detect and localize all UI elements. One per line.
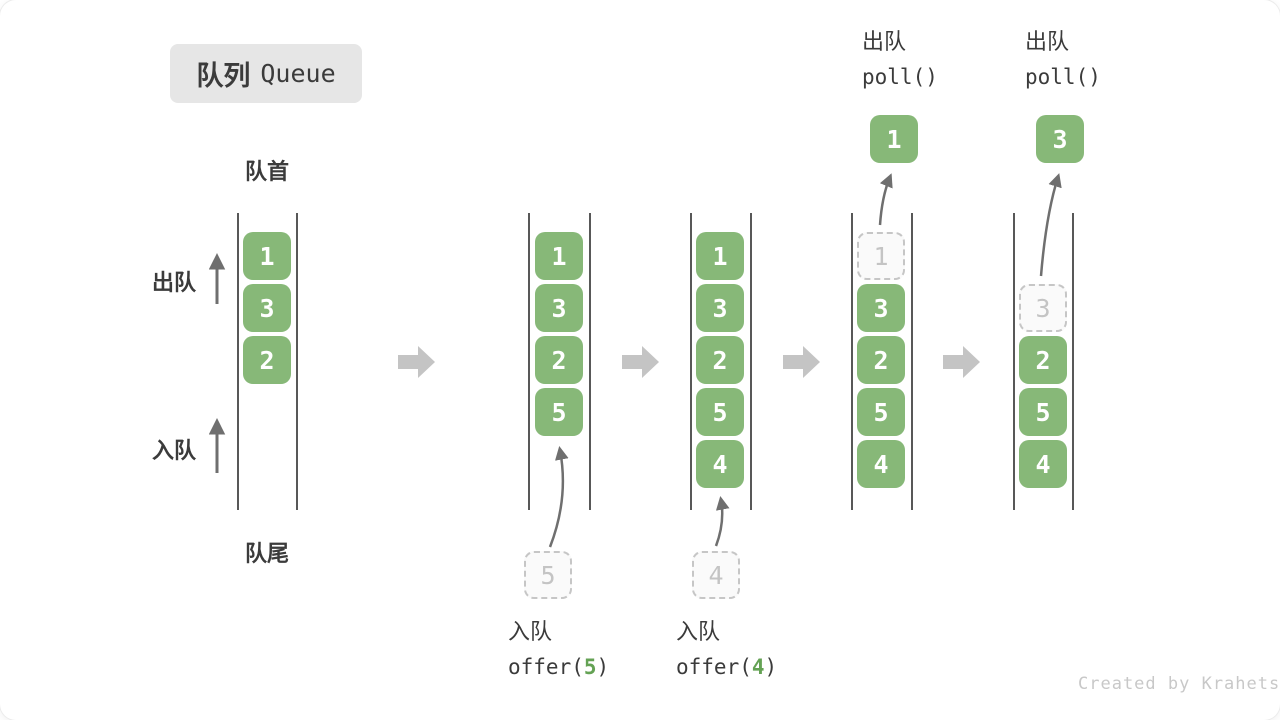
queue-element: 3 (535, 284, 583, 332)
queue-element: 4 (1019, 440, 1067, 488)
transition-arrow-icon (622, 346, 659, 378)
poll-code: poll() (862, 65, 938, 89)
offer-fn-close: ) (596, 655, 610, 679)
poll-annotation: 出队 poll() (862, 26, 938, 94)
queue-element: 5 (857, 388, 905, 436)
watermark: Created by Krahets (1078, 674, 1280, 694)
label-queue-rear: 队尾 (244, 542, 289, 567)
offer-label: 入队 (508, 620, 553, 645)
offer-fn-open: offer( (676, 655, 752, 679)
poll-label: 出队 (862, 30, 907, 55)
queue-element: 4 (857, 440, 905, 488)
title-box: 队列 Queue (170, 44, 362, 103)
queue-wall (911, 213, 913, 510)
removed-element-ghost: 1 (857, 232, 905, 280)
queue-element: 2 (243, 336, 291, 384)
queue-element: 4 (696, 440, 744, 488)
transition-arrow-icon (398, 346, 435, 378)
queue-element: 2 (696, 336, 744, 384)
transition-arrow-icon (943, 346, 980, 378)
incoming-element-ghost: 5 (524, 551, 572, 599)
queue-element: 5 (696, 388, 744, 436)
queue-wall (851, 213, 853, 510)
queue-element: 2 (1019, 336, 1067, 384)
queue-wall (296, 213, 298, 510)
polled-element: 3 (1036, 115, 1084, 163)
queue-wall (750, 213, 752, 510)
incoming-element-ghost: 4 (692, 551, 740, 599)
offer-fn-close: ) (764, 655, 778, 679)
queue-element: 3 (243, 284, 291, 332)
queue-element: 5 (535, 388, 583, 436)
queue-element: 3 (857, 284, 905, 332)
queue-element: 5 (1019, 388, 1067, 436)
queue-wall (690, 213, 692, 510)
queue-wall (528, 213, 530, 510)
queue-element: 2 (857, 336, 905, 384)
poll-1-arrow-icon (878, 173, 893, 226)
poll-code: poll() (1025, 65, 1101, 89)
offer-code: offer(5) (508, 650, 609, 684)
poll-label: 出队 (1025, 30, 1070, 55)
label-queue-front: 队首 (244, 160, 289, 185)
title-en: Queue (260, 59, 336, 88)
queue-element: 2 (535, 336, 583, 384)
queue-element: 1 (535, 232, 583, 280)
queue-element: 1 (696, 232, 744, 280)
label-enqueue: 入队 (152, 439, 197, 464)
offer-annotation: 入队 offer(5) (508, 616, 609, 684)
poll-3-arrow-icon (1039, 173, 1062, 277)
offer-code: offer(4) (676, 650, 777, 684)
transition-arrow-icon (783, 346, 820, 378)
offer-arg: 4 (751, 655, 765, 679)
offer-annotation: 入队 offer(4) (676, 616, 777, 684)
polled-element: 1 (870, 115, 918, 163)
title-zh: 队列 (196, 61, 251, 92)
offer-arg: 5 (583, 655, 597, 679)
queue-element: 3 (696, 284, 744, 332)
queue-wall (589, 213, 591, 510)
offer-fn-open: offer( (508, 655, 584, 679)
queue-wall (1072, 213, 1074, 510)
removed-element-ghost: 3 (1019, 284, 1067, 332)
queue-wall (237, 213, 239, 510)
label-dequeue: 出队 (152, 271, 197, 296)
offer-5-arrow-icon (548, 445, 569, 548)
poll-annotation: 出队 poll() (1025, 26, 1101, 94)
queue-wall (1013, 213, 1015, 510)
offer-label: 入队 (676, 620, 721, 645)
queue-element: 1 (243, 232, 291, 280)
offer-4-arrow-icon (714, 495, 730, 547)
